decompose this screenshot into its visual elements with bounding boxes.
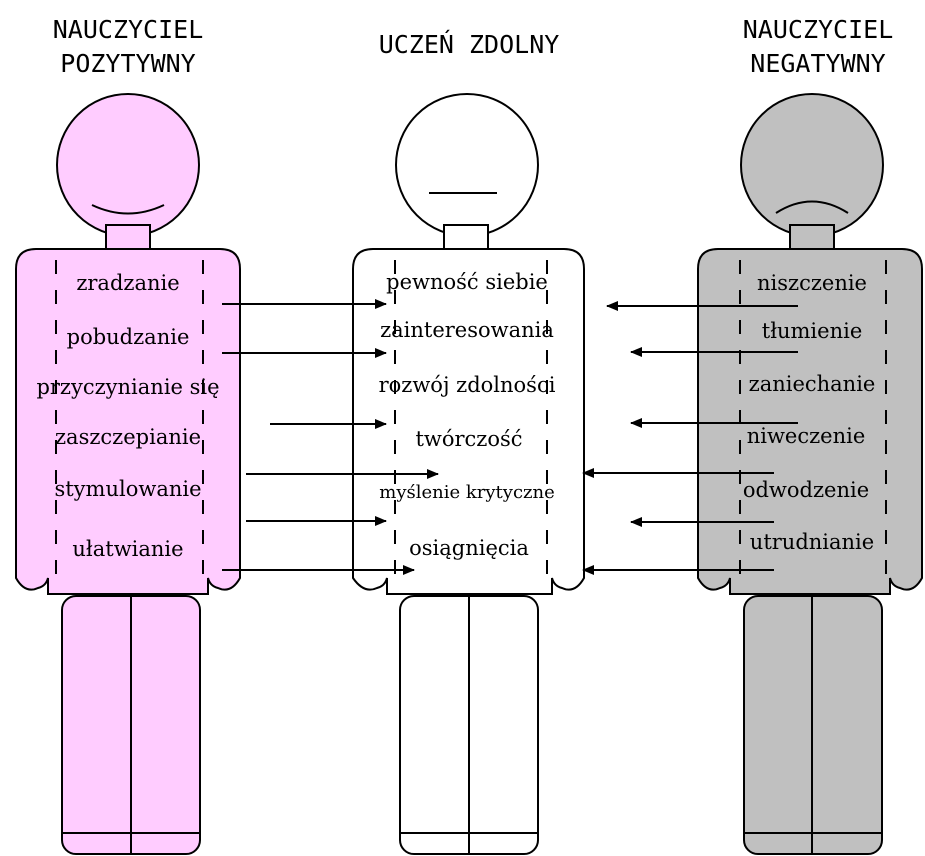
student-head bbox=[395, 93, 539, 237]
positive-action-label: ułatwianie bbox=[72, 537, 183, 561]
negative-action-label: niweczenie bbox=[747, 424, 866, 448]
positive-action-label: pobudzanie bbox=[67, 325, 190, 349]
negative-action-label: odwodzenie bbox=[743, 478, 869, 502]
positive-teacher-head bbox=[56, 93, 200, 237]
student-neck bbox=[443, 224, 489, 250]
negative-action-label: utrudnianie bbox=[750, 530, 874, 554]
negative-teacher-title-line-2: NEGATYWNY bbox=[750, 49, 885, 78]
negative-teacher-figure bbox=[697, 93, 923, 855]
positive-teacher-body bbox=[15, 248, 241, 595]
negative-action-label: niszczenie bbox=[757, 271, 867, 295]
student-title: UCZEŃ ZDOLNY bbox=[379, 30, 560, 59]
negative-teacher-body bbox=[697, 248, 923, 595]
student-trait-label: myślenie krytyczne bbox=[379, 482, 555, 503]
student-trait-label: rozwój zdolności bbox=[379, 373, 556, 397]
negative-action-label: tłumienie bbox=[762, 319, 863, 343]
positive-teacher-neck bbox=[105, 224, 151, 250]
positive-action-label: zradzanie bbox=[76, 271, 179, 295]
positive-action-label: zaszczepianie bbox=[55, 425, 201, 449]
negative-teacher-title-line-1: NAUCZYCIEL bbox=[743, 15, 894, 44]
positive-action-label: przyczynianie się bbox=[36, 375, 219, 399]
positive-action-label: stymulowanie bbox=[54, 477, 201, 501]
positive-teacher-title-line-2: POZYTYWNY bbox=[60, 49, 195, 78]
negative-teacher-head bbox=[740, 93, 884, 237]
student-trait-label: twórczość bbox=[415, 427, 522, 451]
positive-teacher-smile bbox=[91, 204, 165, 215]
positive-teacher-title-line-1: NAUCZYCIEL bbox=[53, 15, 204, 44]
negative-teacher-neck bbox=[789, 224, 835, 250]
student-body bbox=[352, 248, 585, 595]
student-figure bbox=[352, 93, 585, 855]
student-trait-label: osiągnięcia bbox=[409, 536, 529, 560]
student-trait-label: zainteresowania bbox=[380, 318, 554, 342]
negative-teacher-frown bbox=[775, 200, 849, 214]
positive-teacher-figure bbox=[15, 93, 241, 855]
student-trait-label: pewność siebie bbox=[386, 270, 548, 294]
negative-action-label: zaniechanie bbox=[749, 372, 876, 396]
